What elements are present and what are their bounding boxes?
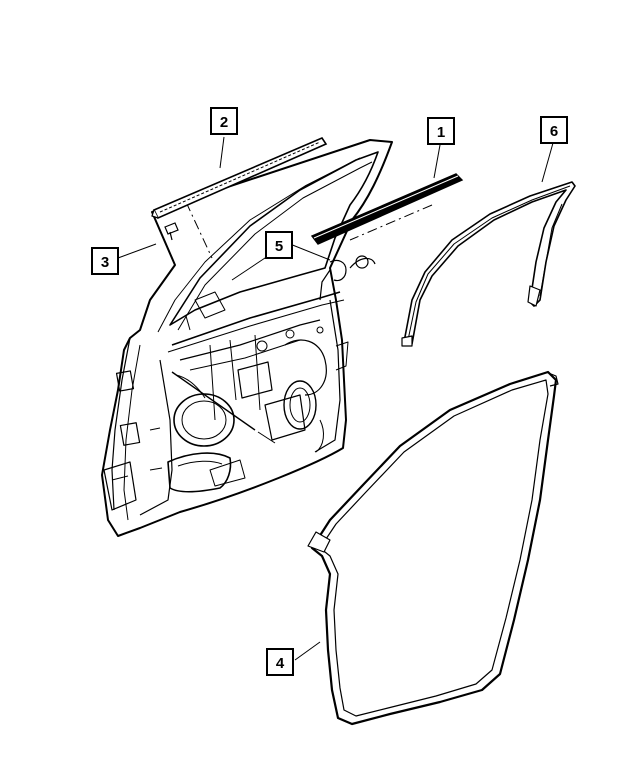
- clip-fastener: [164, 222, 179, 241]
- callout-6-label: 6: [550, 123, 558, 140]
- callout-6: 6: [540, 116, 568, 144]
- callout-2: 2: [210, 107, 238, 135]
- callout-3-label: 3: [101, 254, 109, 271]
- callout-5-label: 5: [275, 238, 283, 255]
- callouts: 2 1 6 3 5 4: [91, 107, 568, 676]
- callout-1-label: 1: [437, 124, 445, 141]
- door-opening-weatherstrip: [307, 370, 559, 726]
- leader-lines: [117, 136, 554, 661]
- callout-4: 4: [266, 648, 294, 676]
- callout-5: 5: [265, 231, 293, 259]
- callout-1: 1: [427, 117, 455, 145]
- belt-weatherstrip-inner: [310, 173, 464, 245]
- callout-3: 3: [91, 247, 119, 275]
- belt-weatherstrip-outer: [151, 137, 328, 220]
- callout-4-label: 4: [276, 655, 285, 672]
- callout-2-label: 2: [220, 114, 228, 131]
- glass-run-channel: [401, 181, 576, 347]
- door-shell: [101, 139, 393, 537]
